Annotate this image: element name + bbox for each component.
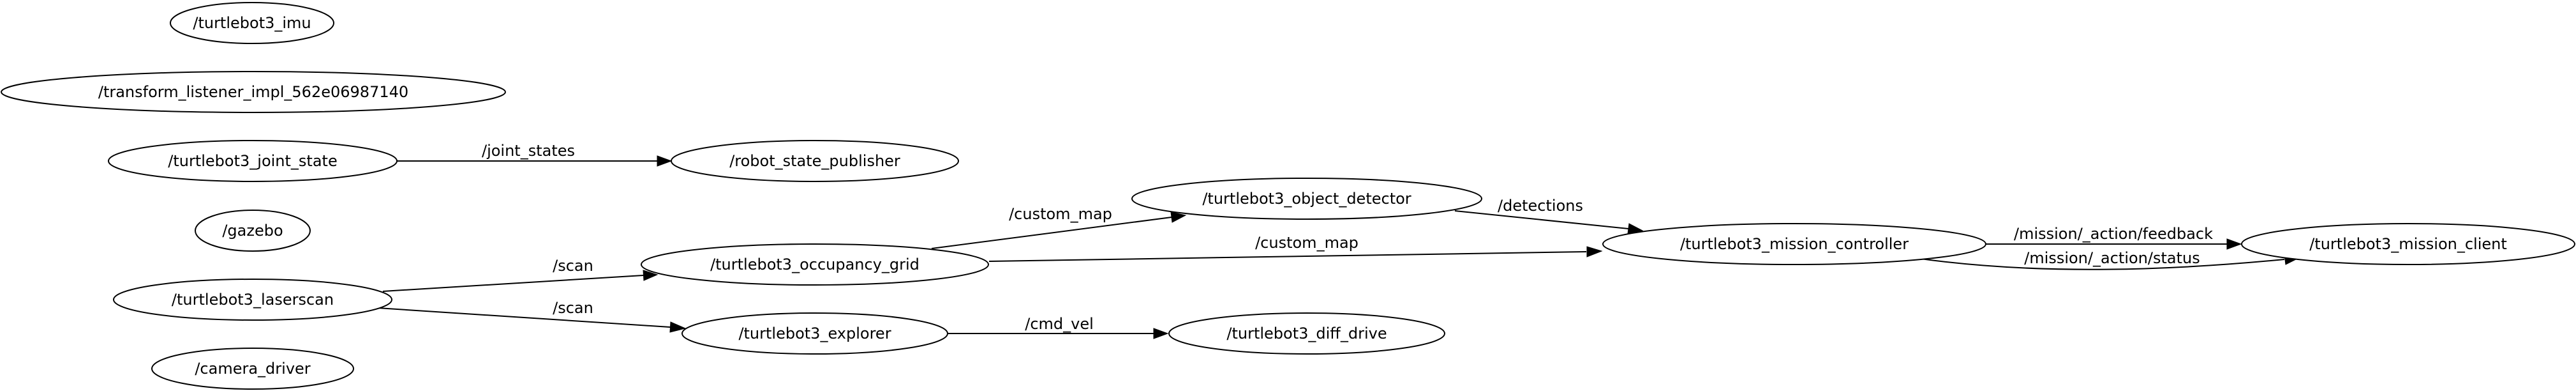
arrowhead [657, 155, 673, 167]
node-shape [671, 140, 959, 182]
arrowhead [1153, 328, 1169, 339]
edge-label: /joint_states [482, 142, 575, 160]
edge-cmd-vel: /cmd_vel [948, 315, 1169, 339]
node-camera-driver[interactable]: /camera_driver [151, 348, 354, 390]
edge-custom-map-detector: /custom_map [931, 205, 1187, 249]
node-robot-state-publisher[interactable]: /robot_state_publisher [671, 140, 959, 182]
node-shape [1, 71, 506, 113]
edge-line [931, 217, 1172, 249]
node-label: /robot_state_publisher [729, 152, 900, 170]
edge-label: /mission/_action/feedback [2014, 225, 2213, 243]
edge-mission-status: /mission/_action/status [1920, 249, 2300, 270]
node-label: /turtlebot3_diff_drive [1226, 325, 1387, 342]
node-label: /gazebo [222, 222, 283, 240]
node-label: /turtlebot3_joint_state [168, 152, 337, 170]
node-shape [113, 279, 392, 321]
edge-label: /custom_map [1255, 234, 1359, 252]
node-label: /turtlebot3_mission_client [2309, 235, 2507, 253]
edge-line [382, 275, 644, 292]
edge-label: /scan [553, 257, 593, 275]
node-turtlebot3-mission-controller[interactable]: /turtlebot3_mission_controller [1602, 223, 1986, 265]
edge-detections: /detections [1454, 197, 1644, 234]
arrowhead [2226, 238, 2242, 250]
node-turtlebot3-laserscan[interactable]: /turtlebot3_laserscan [113, 279, 392, 321]
node-shape [1131, 178, 1482, 220]
node-turtlebot3-imu[interactable]: /turtlebot3_imu [170, 2, 334, 44]
node-label: /turtlebot3_object_detector [1202, 190, 1411, 208]
edge-label: /custom_map [1009, 205, 1112, 223]
node-label: /transform_listener_impl_562e06987140 [98, 83, 408, 101]
node-shape [641, 243, 989, 286]
edge-line [988, 251, 1587, 262]
node-label: /turtlebot3_occupancy_grid [710, 256, 919, 273]
node-turtlebot3-mission-client[interactable]: /turtlebot3_mission_client [2241, 223, 2575, 265]
node-shape [170, 2, 334, 44]
arrowhead [1586, 246, 1603, 257]
arrowhead [1170, 211, 1187, 223]
node-turtlebot3-diff-drive[interactable]: /turtlebot3_diff_drive [1168, 312, 1445, 355]
node-label: /turtlebot3_mission_controller [1680, 235, 1909, 253]
edge-scan-explorer: /scan [377, 299, 687, 333]
node-turtlebot3-object-detector[interactable]: /turtlebot3_object_detector [1131, 178, 1482, 220]
node-shape [681, 312, 948, 355]
node-label: /turtlebot3_laserscan [172, 291, 334, 309]
node-turtlebot3-joint-state[interactable]: /turtlebot3_joint_state [108, 140, 398, 182]
edge-line [1920, 258, 2285, 270]
edge-label: /detections [1498, 197, 1583, 215]
edge-label: /scan [553, 299, 593, 317]
arrowhead [643, 270, 659, 281]
node-gazebo[interactable]: /gazebo [195, 210, 311, 252]
node-label: /turtlebot3_imu [193, 14, 311, 32]
edge-joint-states: /joint_states [397, 142, 673, 167]
edge-line [1454, 210, 1629, 229]
node-shape [1168, 312, 1445, 355]
edge-scan-occupancy: /scan [382, 257, 659, 292]
edge-label: /mission/_action/status [2024, 249, 2200, 267]
edge-mission-feedback: /mission/_action/feedback [1984, 225, 2242, 250]
node-turtlebot3-occupancy-grid[interactable]: /turtlebot3_occupancy_grid [641, 243, 989, 286]
node-turtlebot3-explorer[interactable]: /turtlebot3_explorer [681, 312, 948, 355]
node-shape [1602, 223, 1986, 265]
node-shape [195, 210, 311, 252]
node-transform-listener[interactable]: /transform_listener_impl_562e06987140 [1, 71, 506, 113]
edge-custom-map-controller: /custom_map [988, 234, 1603, 262]
node-shape [108, 140, 398, 182]
node-shape [151, 348, 354, 390]
node-label: /camera_driver [195, 360, 310, 378]
edge-label: /cmd_vel [1025, 315, 1094, 333]
node-label: /turtlebot3_explorer [738, 325, 891, 342]
edge-line [377, 307, 671, 328]
arrowhead [669, 321, 687, 333]
node-shape [2241, 223, 2575, 265]
